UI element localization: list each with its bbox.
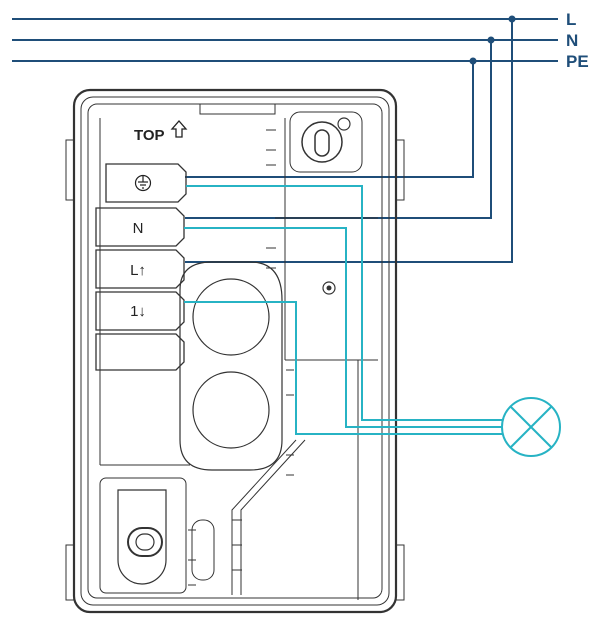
top-label: TOP (134, 127, 165, 144)
terminal-pe (105, 163, 187, 203)
supply-wire-pe (185, 61, 474, 178)
load-wire-pe (186, 185, 506, 421)
terminal-n-label: N (133, 220, 144, 237)
terminal-out1-label: 1↓ (130, 303, 146, 320)
top-marking: TOP (134, 120, 188, 144)
up-arrow-icon (170, 120, 188, 138)
device-housing (65, 88, 405, 614)
load-wire-out1 (184, 301, 506, 435)
ground-symbol-icon (134, 174, 152, 192)
bus-label-n: N (566, 31, 578, 50)
load-wire-n (184, 227, 506, 428)
terminal-l-label: L↑ (130, 262, 146, 279)
terminal-out1: 1↓ (95, 291, 185, 331)
terminal-n: N (95, 207, 185, 247)
terminal-spare (95, 333, 185, 371)
bus-label-l: L (566, 10, 576, 29)
bus-label-pe: PE (566, 52, 589, 71)
supply-wire-l (185, 19, 513, 263)
lamp-icon (501, 397, 561, 457)
terminal-l: L↑ (95, 249, 185, 289)
